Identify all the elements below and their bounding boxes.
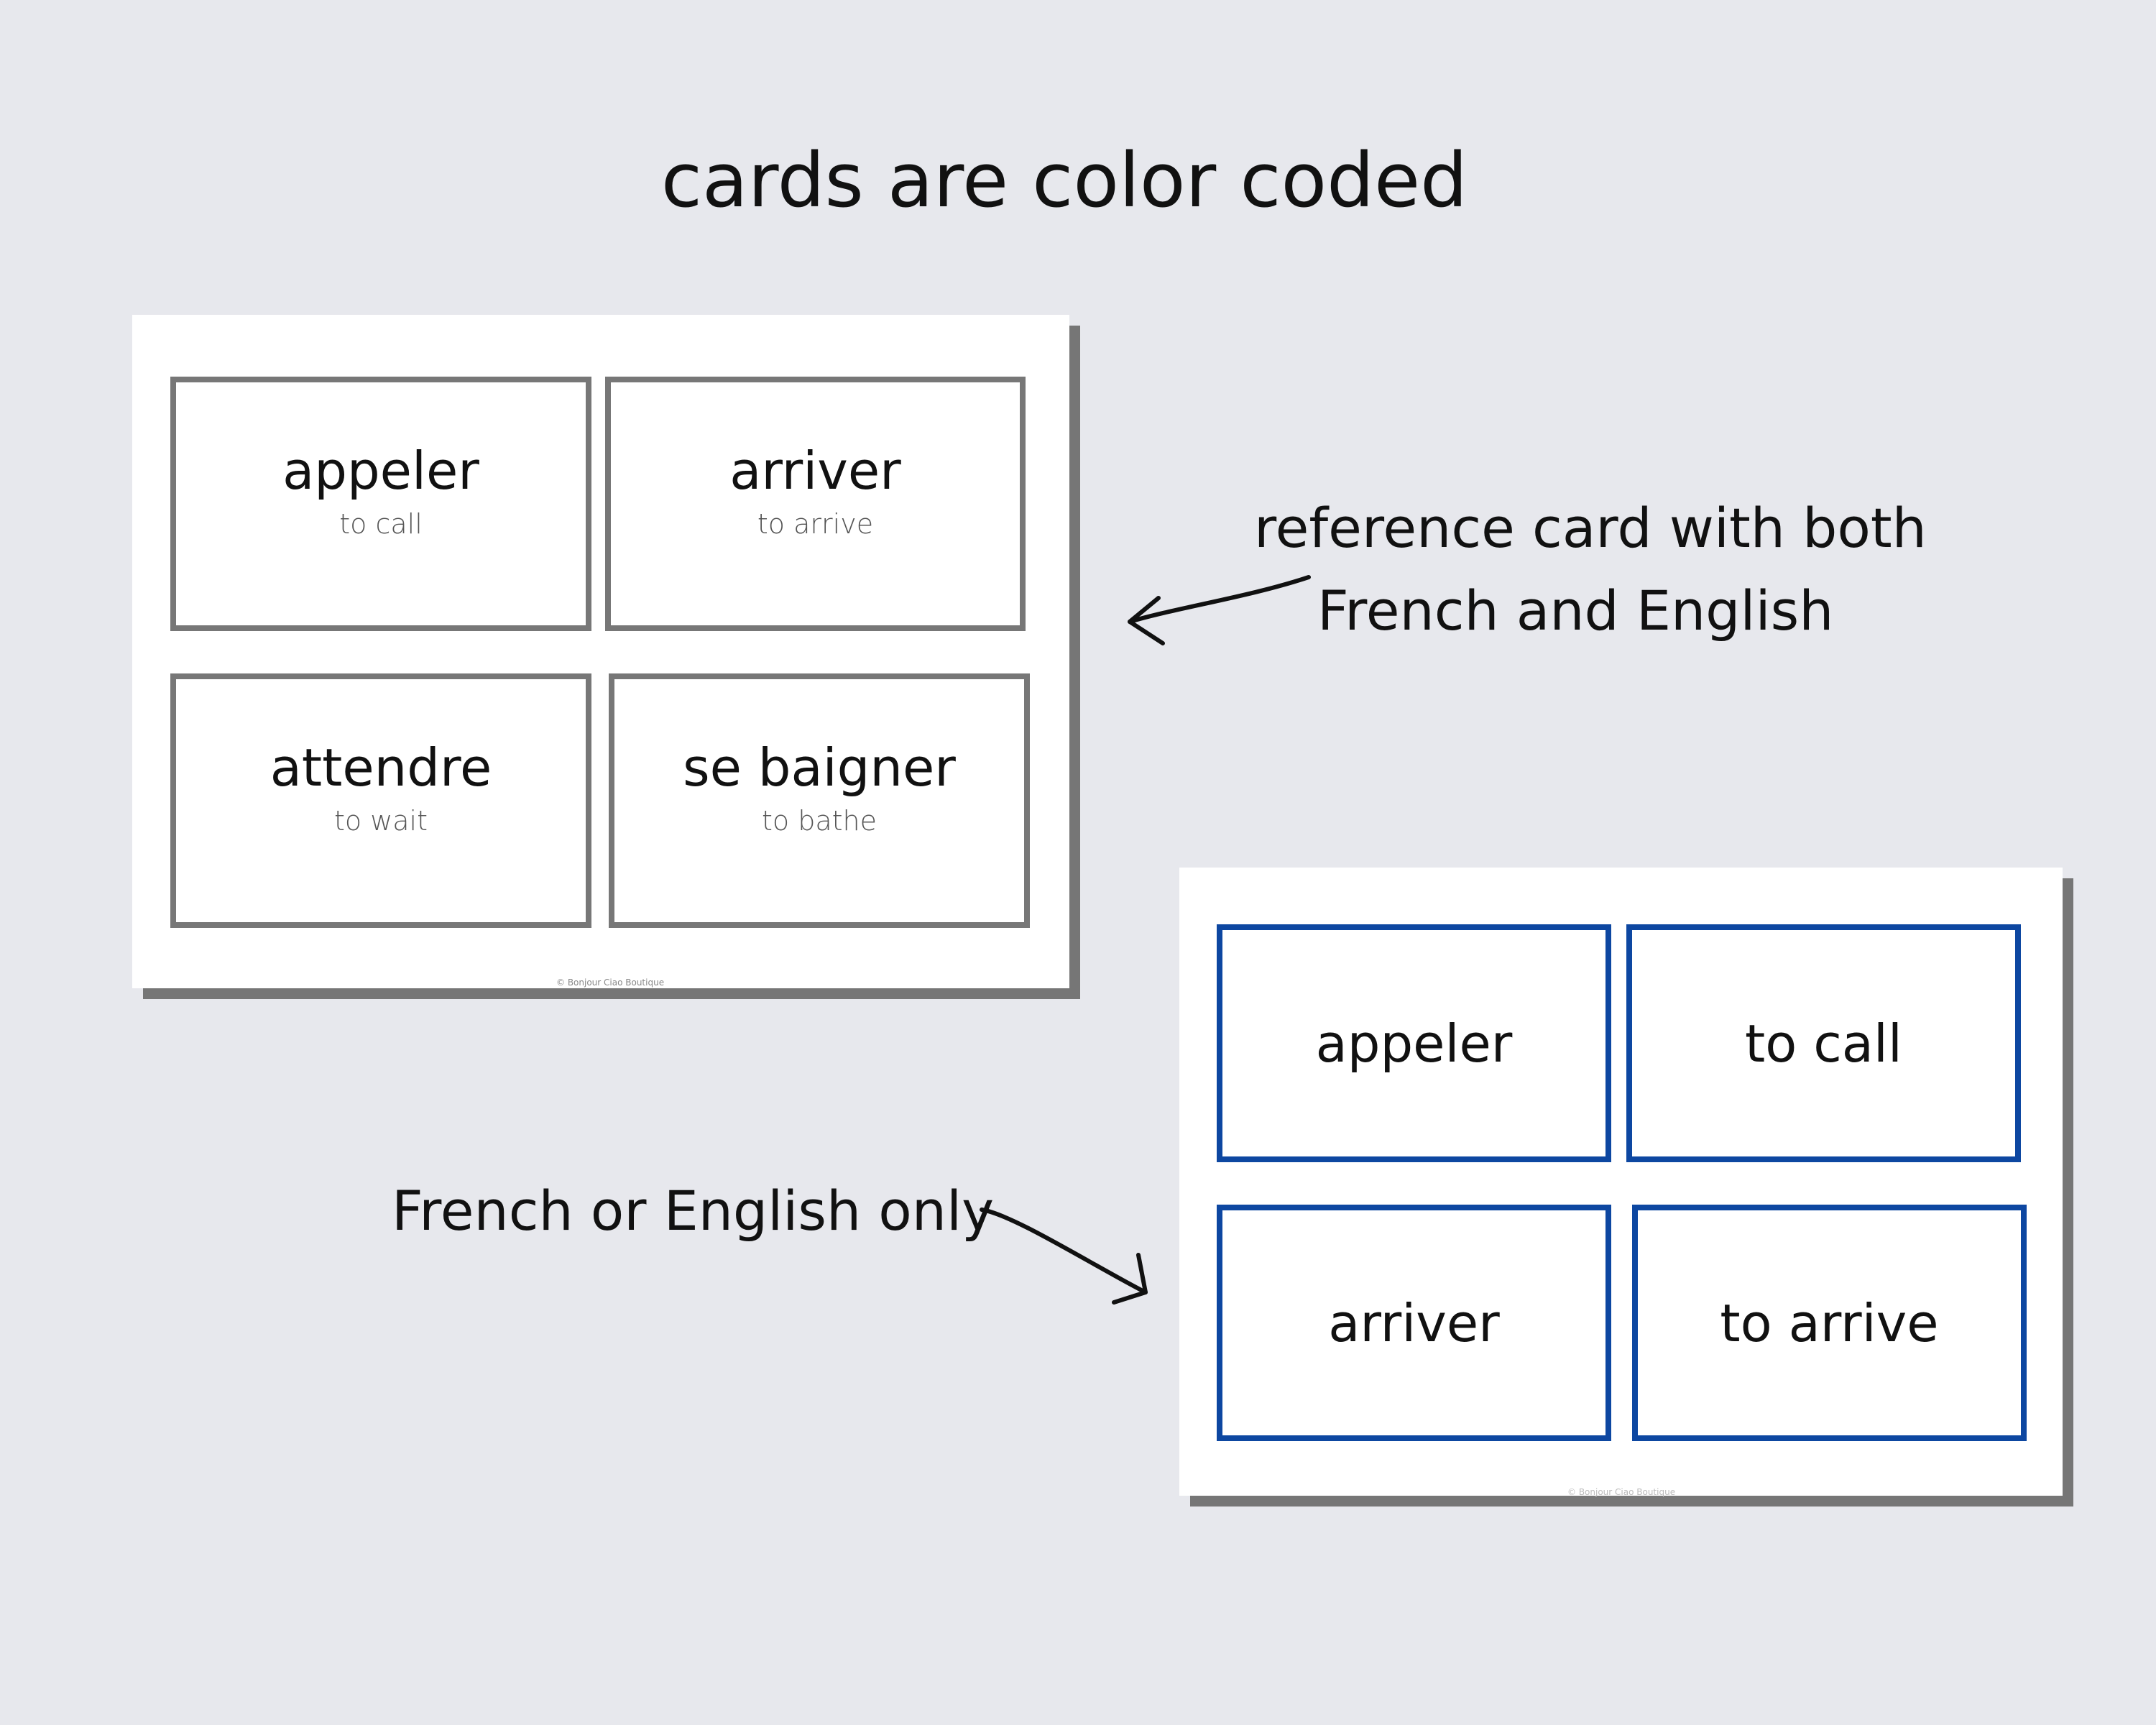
reference-card: se baigner to bathe: [609, 673, 1030, 928]
reference-annotation-line1: reference card with both: [1254, 496, 1927, 560]
copyright-text: © Bonjour Ciao Boutique: [556, 978, 665, 988]
french-word: attendre: [270, 737, 492, 798]
card-word: to arrive: [1720, 1292, 1939, 1353]
single-annotation: French or English only: [392, 1179, 995, 1243]
english-translation: to arrive: [757, 508, 874, 540]
card-word: appeler: [1315, 1013, 1513, 1074]
single-language-card-sheet: appeler to call arriver to arrive © Bonj…: [1179, 868, 2063, 1497]
english-translation: to wait: [333, 805, 428, 837]
english-translation: to bathe: [762, 805, 877, 837]
reference-card: attendre to wait: [170, 673, 591, 928]
english-translation: to call: [339, 508, 423, 540]
single-card: arriver: [1217, 1205, 1611, 1441]
reference-arrowhead-icon: [1128, 596, 1165, 645]
card-word: to call: [1745, 1013, 1902, 1074]
reference-annotation-line2: French and English: [1317, 579, 1834, 643]
single-card: appeler: [1217, 924, 1611, 1162]
reference-arrow-icon: [1128, 575, 1311, 624]
copyright-text: © Bonjour Ciao Boutique: [1567, 1487, 1676, 1497]
reference-card: appeler to call: [170, 377, 591, 631]
single-card: to arrive: [1632, 1205, 2027, 1441]
page-title: cards are color coded: [660, 137, 1468, 224]
single-arrowhead-icon: [1112, 1253, 1148, 1305]
single-arrow-icon: [980, 1208, 1148, 1294]
reference-card: arriver to arrive: [605, 377, 1026, 631]
french-word: arriver: [729, 441, 901, 501]
reference-card-sheet: appeler to call arriver to arrive attend…: [132, 315, 1069, 988]
card-word: arriver: [1328, 1292, 1500, 1353]
french-word: appeler: [282, 441, 479, 501]
single-card: to call: [1626, 924, 2021, 1162]
french-word: se baigner: [683, 737, 956, 798]
